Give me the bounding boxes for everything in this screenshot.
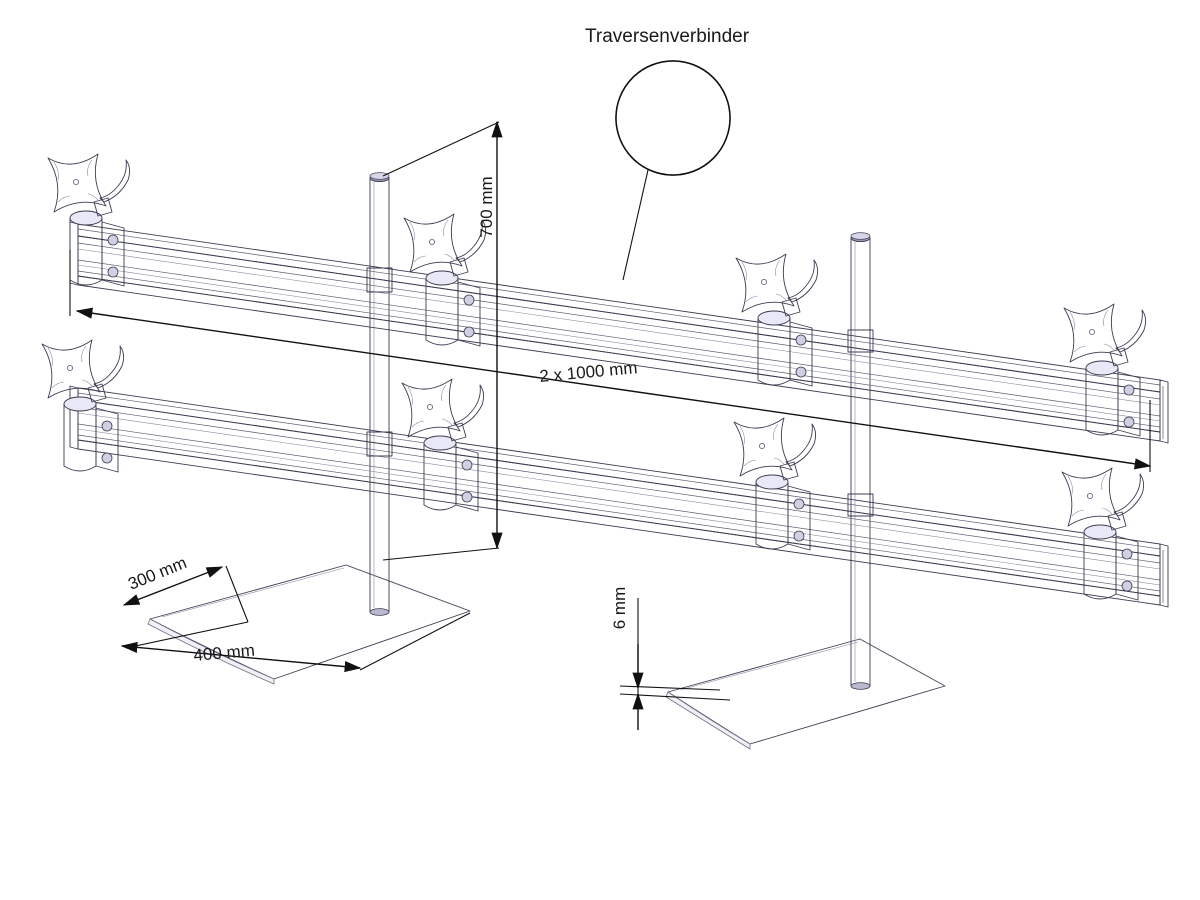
dimension-400mm bbox=[120, 612, 471, 673]
pole-left bbox=[369, 172, 390, 616]
dimension-300mm bbox=[122, 565, 249, 623]
monitor-mount-head bbox=[403, 213, 487, 347]
dimension-label-400mm: 400 mm bbox=[193, 641, 256, 665]
callout-leader-line bbox=[622, 169, 649, 281]
monitor-mount-head bbox=[1063, 303, 1147, 437]
pole-right bbox=[850, 232, 871, 690]
monitor-mount-head bbox=[47, 153, 131, 287]
dimension-label-6mm: 6 mm bbox=[610, 587, 629, 630]
monitor-mount-head bbox=[41, 339, 125, 473]
crossbar-rail-upper bbox=[69, 221, 1169, 444]
dimension-6mm bbox=[619, 598, 731, 730]
callout-label: Traversenverbinder bbox=[585, 26, 750, 47]
base-plate-left bbox=[147, 564, 471, 685]
monitor-mount-head bbox=[1061, 467, 1145, 601]
dimension-label-700mm: 700 mm bbox=[477, 176, 496, 237]
detail-callout-bubble bbox=[615, 60, 731, 176]
dimension-label-300mm: 300 mm bbox=[125, 553, 189, 594]
base-plate-right bbox=[665, 638, 946, 750]
pole-rail-collar bbox=[366, 267, 874, 517]
monitor-mount-head bbox=[735, 253, 819, 387]
dimension-2x1000mm bbox=[69, 250, 1152, 472]
crossbar-rail-lower bbox=[69, 385, 1169, 608]
dimension-label-2x1000mm: 2 x 1000 mm bbox=[539, 358, 639, 386]
